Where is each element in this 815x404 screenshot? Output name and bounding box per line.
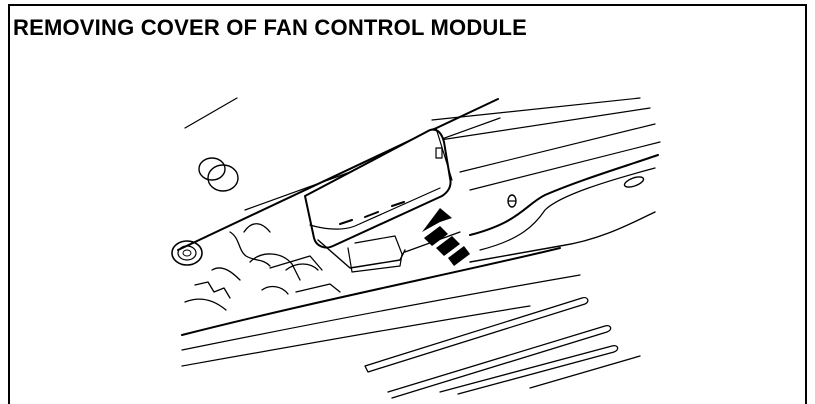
rail-line-1 (431, 97, 641, 121)
rail-line-3 (459, 123, 656, 173)
floor-grooves (364, 296, 641, 399)
panel-lower-edge-1 (181, 247, 561, 336)
rail-line-4 (469, 141, 661, 191)
trim-piece (469, 154, 659, 236)
bolt-icon (507, 194, 517, 208)
module-cover-icon (304, 127, 453, 249)
panel-edge-line (184, 97, 238, 129)
bracket-clutter (184, 223, 341, 311)
mounting-hole-icon (171, 240, 203, 266)
figure-frame (8, 4, 807, 404)
figure-title: REMOVING COVER OF FAN CONTROL MODULE (13, 15, 528, 40)
rail-line-2 (439, 107, 651, 141)
push-direction-arrow-icon (422, 208, 470, 266)
floor-line-2 (181, 305, 531, 367)
panel-lower-edge-2 (469, 211, 656, 263)
floor-line-1 (181, 274, 581, 351)
trim-lower (479, 167, 656, 251)
grommet-icon (198, 157, 239, 192)
panel-upper-edge (177, 98, 499, 251)
slot-hole (623, 176, 645, 188)
